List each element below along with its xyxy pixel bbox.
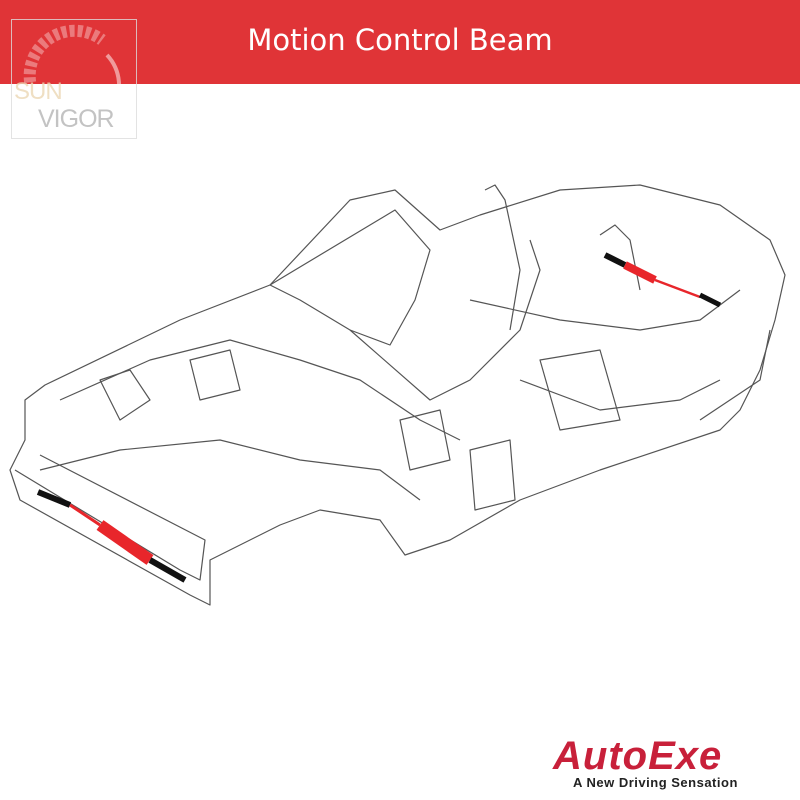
sunvigor-watermark-logo: SUN VIGOR [11,19,137,139]
brand-tagline: A New Driving Sensation [573,775,738,790]
rear-motion-control-beam [603,252,722,308]
autoexe-logo: AutoExe [553,734,723,778]
front-motion-control-beam [36,489,187,583]
watermark-sun-text: SUN [14,78,63,105]
header-banner: Motion Control Beam [0,0,800,84]
gear-arc-icon [23,24,122,112]
body-outline [9,184,786,606]
watermark-vigor-text: VIGOR [38,105,115,133]
car-chassis-diagram [9,184,786,606]
page-title: Motion Control Beam [247,23,553,57]
